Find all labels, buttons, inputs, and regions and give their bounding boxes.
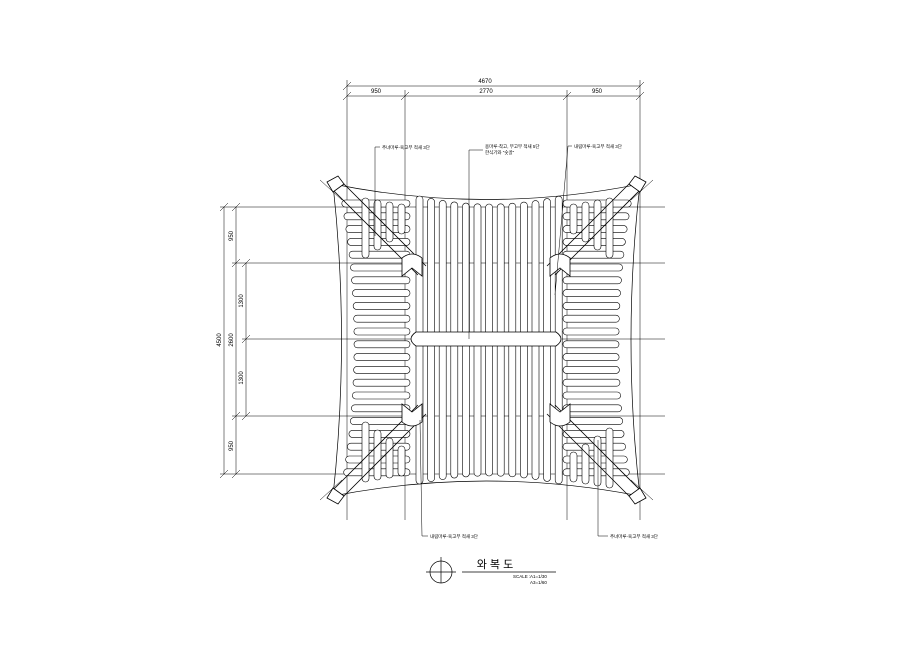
note-top-left: 추녀마루-육고부 적새 3단 <box>382 144 430 151</box>
rafter-tile-corner <box>397 203 406 235</box>
rafter-tile-right <box>562 417 624 425</box>
rafter-tile-right <box>562 263 623 272</box>
rafter-tile-left <box>353 340 411 349</box>
rafter-tile-right <box>562 404 622 413</box>
scale-a1: A1=1/30 <box>530 574 547 579</box>
rafter-tile-corner <box>373 199 382 251</box>
rafter-tile-left <box>353 327 411 336</box>
rafter-tile-corner <box>569 203 578 235</box>
rafter-tile-corner <box>569 451 578 483</box>
rafter-tile-left <box>353 314 411 323</box>
rafter-tile-left <box>352 289 411 297</box>
rafter-tile-corner <box>385 201 394 243</box>
dim-top-total: 4670 <box>478 79 492 85</box>
rafter-tile-left <box>353 366 411 374</box>
rafter-tile-corner <box>581 201 590 243</box>
rafter-tile-corner <box>361 421 370 483</box>
scale-label: SCALE : <box>513 574 530 579</box>
rafter-tile-corner <box>593 199 602 251</box>
hip-ridge-top-right <box>546 175 647 276</box>
rafter-tile-right <box>562 378 621 387</box>
dim-left-mid-upper: 1300 <box>239 294 245 308</box>
dim-top-mid: 2770 <box>479 89 493 95</box>
rafter-tile-corner <box>385 437 394 479</box>
rafter-tile-right <box>562 391 621 400</box>
hip-ridge-bottom-right <box>546 404 647 505</box>
note-top-center-line1: 용마루-착고, 부고부 적새 5단 <box>485 143 540 150</box>
left-dimension-chain: 4500 950 2600 1300 1300 950 <box>217 202 665 479</box>
dim-left-mid-lower: 1300 <box>239 371 245 385</box>
rafter-tile-right <box>562 327 620 336</box>
note-top-center-line2: 한식기와 "숫골" <box>485 149 515 156</box>
dim-left-bottom: 950 <box>229 440 235 451</box>
rafter-tile-right <box>562 276 622 285</box>
rafter-tile-corner <box>605 427 614 489</box>
rafter-tile-left <box>352 302 411 310</box>
rafter-tile-left <box>352 378 411 387</box>
rafter-tile-right <box>562 340 620 349</box>
title-block: 와 복 도 SCALE : A1=1/30 A3=1/60 <box>426 557 556 585</box>
scale-a3: A3=1/60 <box>530 580 547 585</box>
rafter-tile-corner <box>605 197 614 259</box>
rafter-tile-corner <box>361 197 370 259</box>
dim-top-left: 950 <box>371 89 382 95</box>
rafter-tile-right <box>562 302 621 310</box>
ridge-end-caps <box>401 253 571 427</box>
dim-left-total: 4500 <box>217 333 223 347</box>
rafter-tile-left <box>350 263 411 272</box>
rafter-tile-corner <box>593 435 602 487</box>
rafter-tile-right <box>562 289 621 297</box>
rafter-tile-left <box>351 404 411 413</box>
rafter-tile-left <box>352 391 411 400</box>
dim-left-top: 950 <box>229 230 235 241</box>
rafter-tile-left <box>349 417 411 425</box>
note-bottom-right: 추녀마루-육고부 적새 3단 <box>610 533 658 540</box>
rafter-tile-right <box>562 353 620 361</box>
note-bottom-left: 내림마루-육고부 적새 3단 <box>430 533 478 540</box>
dim-left-mid-total: 2600 <box>229 333 235 347</box>
dim-top-right: 950 <box>592 89 603 95</box>
rafter-tile-right <box>562 366 620 374</box>
rafter-tile-left <box>353 353 411 361</box>
rafter-tile-corner <box>373 429 382 481</box>
rafter-tile-right <box>562 314 620 323</box>
rafter-tile-left <box>351 276 411 285</box>
rafter-tile-corner <box>397 445 406 477</box>
rafter-tile-right <box>562 250 625 259</box>
annotations: 추녀마루-육고부 적새 3단 용마루-착고, 부고부 적새 5단 한식기와 "숫… <box>374 143 658 540</box>
note-top-right: 내림마루-육고부 적새 3단 <box>574 143 622 150</box>
main-ridge <box>410 331 562 347</box>
rafter-tile-left <box>348 250 411 259</box>
rafter-tile-right <box>562 430 625 438</box>
drawing-title: 와 복 도 <box>477 558 513 571</box>
